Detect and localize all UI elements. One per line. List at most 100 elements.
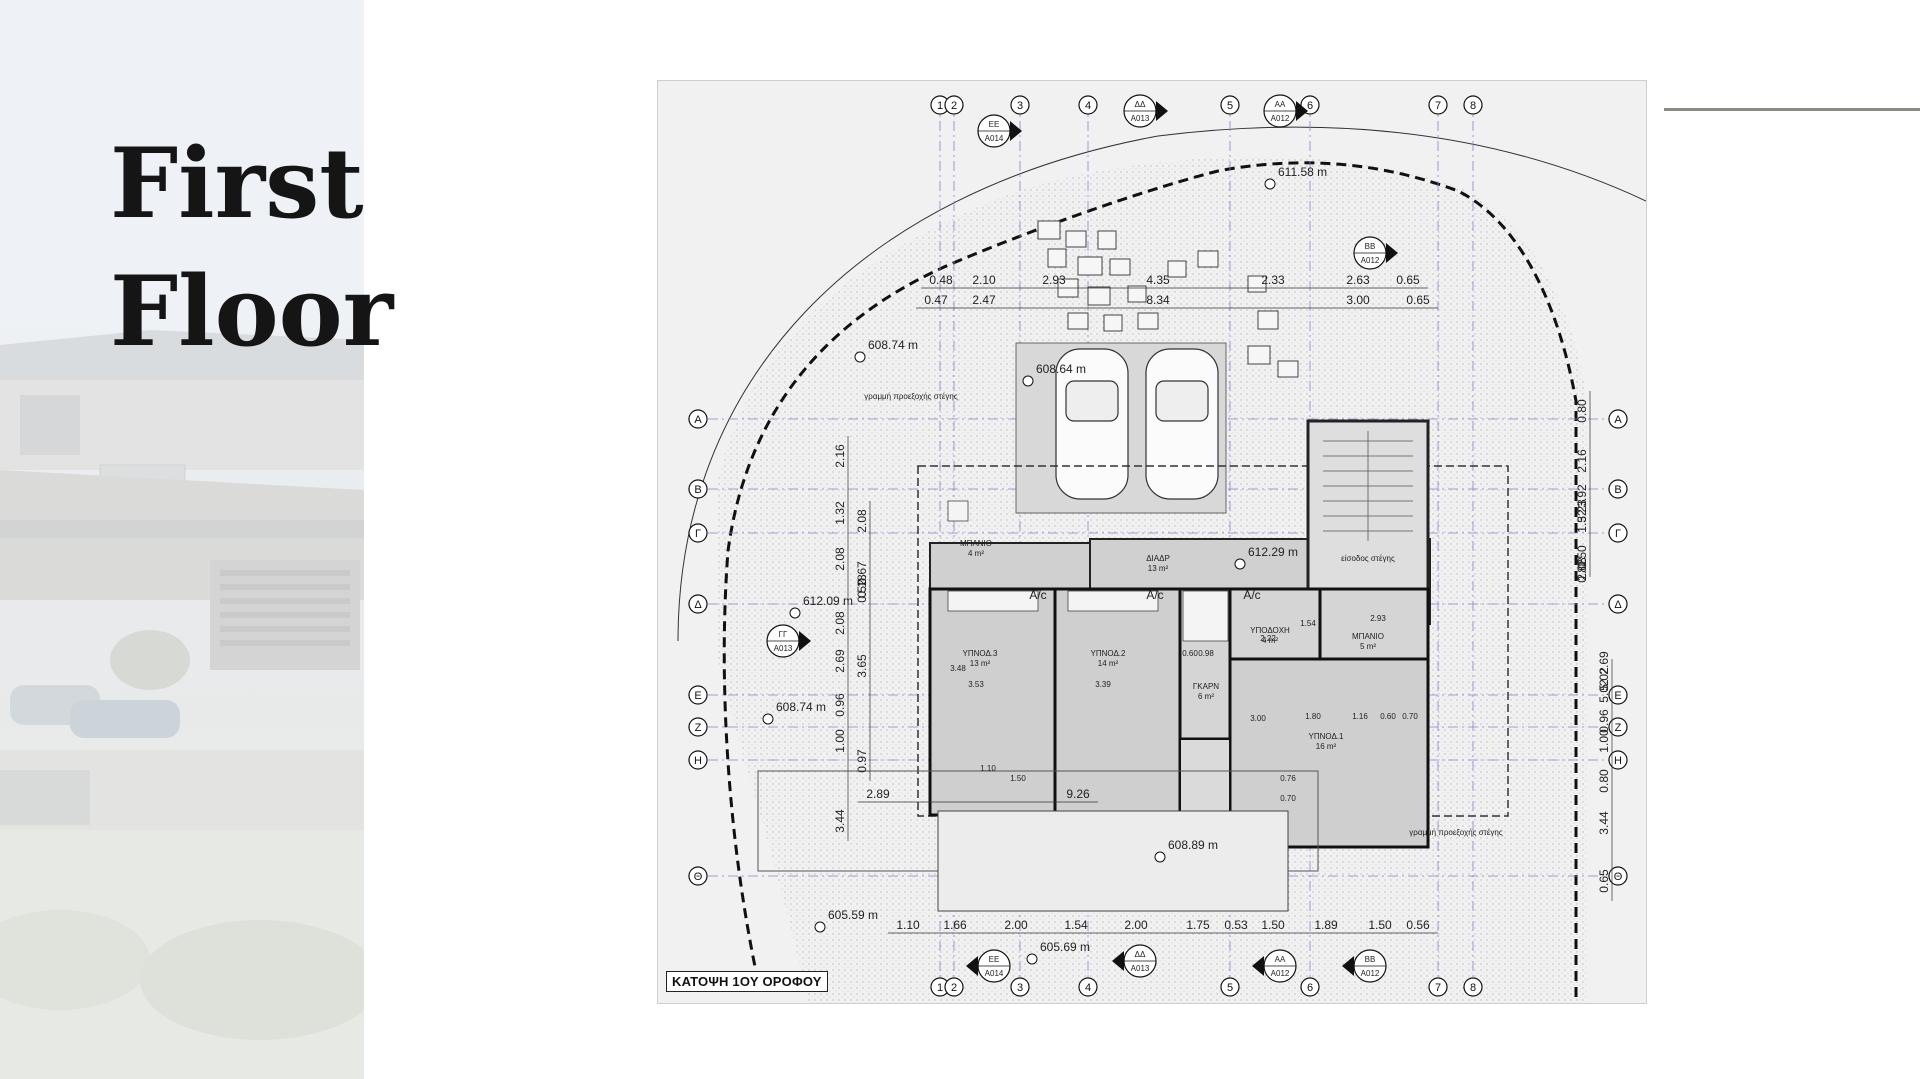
dimension-label: 0.56 — [1406, 918, 1430, 932]
grid-row-label: Γ — [695, 528, 701, 540]
dimension-label: 2.93 — [1042, 273, 1066, 287]
dimension-label: 0.80 — [1597, 769, 1611, 793]
dimension-label: 3.44 — [833, 809, 847, 833]
section-marker-label: BB — [1365, 242, 1376, 251]
dimension-label: 2.00 — [1004, 918, 1028, 932]
room-dimension-label: 1.10 — [980, 764, 996, 773]
grid-bubble — [1608, 594, 1628, 614]
room-area: 5 m² — [1360, 642, 1376, 651]
dimension-label: 0.18 — [855, 574, 869, 598]
section-marker-ref: A012 — [1271, 114, 1290, 123]
grid-row-label: Δ — [694, 599, 702, 611]
grid-column-label: 5 — [1227, 100, 1233, 112]
room-dimension-label: 0.98 — [1198, 649, 1214, 658]
level-marker — [814, 921, 826, 933]
grid-row-label: Δ — [1614, 599, 1622, 611]
dimension-label: 2.47 — [972, 293, 996, 307]
boundary-arc — [677, 126, 1646, 642]
grid-row-label: Z — [695, 722, 702, 734]
section-marker-label: AA — [1275, 100, 1286, 109]
level-marker — [854, 351, 866, 363]
ac-unit-label: A/c — [1029, 588, 1046, 602]
section-marker-label: EE — [989, 955, 1000, 964]
room-dimension-label: 0.60 — [1380, 712, 1396, 721]
dimension-label: 4.35 — [1146, 273, 1170, 287]
grid-column-label: 7 — [1435, 100, 1441, 112]
section-marker: EE A014 — [966, 949, 1011, 983]
dimension-label: 0.96 — [1597, 709, 1611, 733]
grid-bubble — [1608, 479, 1628, 499]
room-dimension-label: 1.50 — [1010, 774, 1026, 783]
grid-bubble — [688, 479, 708, 499]
room-dimension-label: 2.22 — [1260, 634, 1276, 643]
grid-row-label: E — [1614, 690, 1621, 702]
room-name: ΔΙΑΔΡ — [1146, 554, 1170, 563]
dimension-label: 3.44 — [1597, 811, 1611, 835]
plan-caption: ΚΑΤΟΨΗ 1ΟΥ ΟΡΟΦΟΥ — [666, 971, 828, 992]
room-dimension-label: 0.76 — [1280, 774, 1296, 783]
grid-bubble — [1463, 95, 1483, 115]
dimension-label: 2.08 — [1575, 557, 1589, 581]
grid-bubble — [1078, 95, 1098, 115]
grid-row-label: Θ — [1614, 871, 1623, 883]
dimension-label: 5.02 — [1597, 667, 1611, 691]
grid-bubble — [688, 594, 708, 614]
section-marker: AA A012 — [1263, 94, 1308, 128]
level-marker — [1026, 953, 1038, 965]
dimension-label: 1.89 — [1314, 918, 1338, 932]
dimension-label: 1.32 — [1575, 509, 1589, 533]
room-dimension-label: 3.53 — [968, 680, 984, 689]
section-marker-label: ΔΔ — [1135, 100, 1146, 109]
grid-bubble — [688, 685, 708, 705]
dimension-label: 0.48 — [929, 273, 953, 287]
grid-bubble — [1608, 523, 1628, 543]
room-dimension-label: 3.39 — [1095, 680, 1111, 689]
grid-bubble — [1010, 977, 1030, 997]
room-area: 13 m² — [1148, 564, 1169, 573]
dimension-label: 0.65 — [1597, 869, 1611, 893]
section-marker-label: AA — [1275, 955, 1286, 964]
dimension-label: 1.00 — [833, 729, 847, 753]
grid-bubble — [1608, 717, 1628, 737]
grid-bubble — [1010, 95, 1030, 115]
room-name: είσοδος στέγης — [1341, 554, 1395, 563]
grid-row-label: B — [694, 484, 701, 496]
dimension-label: 0.52 — [855, 579, 869, 603]
section-marker-label: BB — [1365, 955, 1376, 964]
grid-row-label: B — [1614, 484, 1621, 496]
room-dimension-label: 3.48 — [950, 664, 966, 673]
grid-column-label: 8 — [1470, 100, 1476, 112]
grid-row-label: A — [694, 414, 702, 426]
dimension-label: 1.32 — [833, 501, 847, 525]
section-marker-ref: A012 — [1271, 969, 1290, 978]
grid-column-label: 4 — [1085, 100, 1091, 112]
level-label: 608.74 m — [776, 700, 826, 714]
level-marker — [1234, 558, 1246, 570]
room-area: 6 m² — [1198, 692, 1214, 701]
room-dimension-label: 1.80 — [1305, 712, 1321, 721]
title-line-1: First — [110, 127, 364, 240]
dimension-label: 3.00 — [1346, 293, 1370, 307]
dimension-label: 2.63 — [1346, 273, 1370, 287]
dimension-label: 2.69 — [1597, 651, 1611, 675]
grid-bubble — [1463, 977, 1483, 997]
section-marker-ref: A014 — [985, 134, 1004, 143]
dimension-label: 2.08 — [833, 611, 847, 635]
roof-line-note: γραμμή προεξοχής στέγης — [1409, 828, 1503, 837]
grid-bubble — [688, 750, 708, 770]
grid-bubble — [1078, 977, 1098, 997]
section-marker-ref: A014 — [985, 969, 1004, 978]
grid-row-label: H — [694, 755, 702, 767]
dimension-label: 2.10 — [972, 273, 996, 287]
section-marker-label: ΔΔ — [1135, 950, 1146, 959]
dimension-label: 0.65 — [1406, 293, 1430, 307]
dimension-label: 5.23 — [1575, 499, 1589, 523]
grid-bubble — [1608, 866, 1628, 886]
room-area: 14 m² — [1098, 659, 1119, 668]
level-label: 608.74 m — [868, 338, 918, 352]
grid-bubble — [688, 717, 708, 737]
